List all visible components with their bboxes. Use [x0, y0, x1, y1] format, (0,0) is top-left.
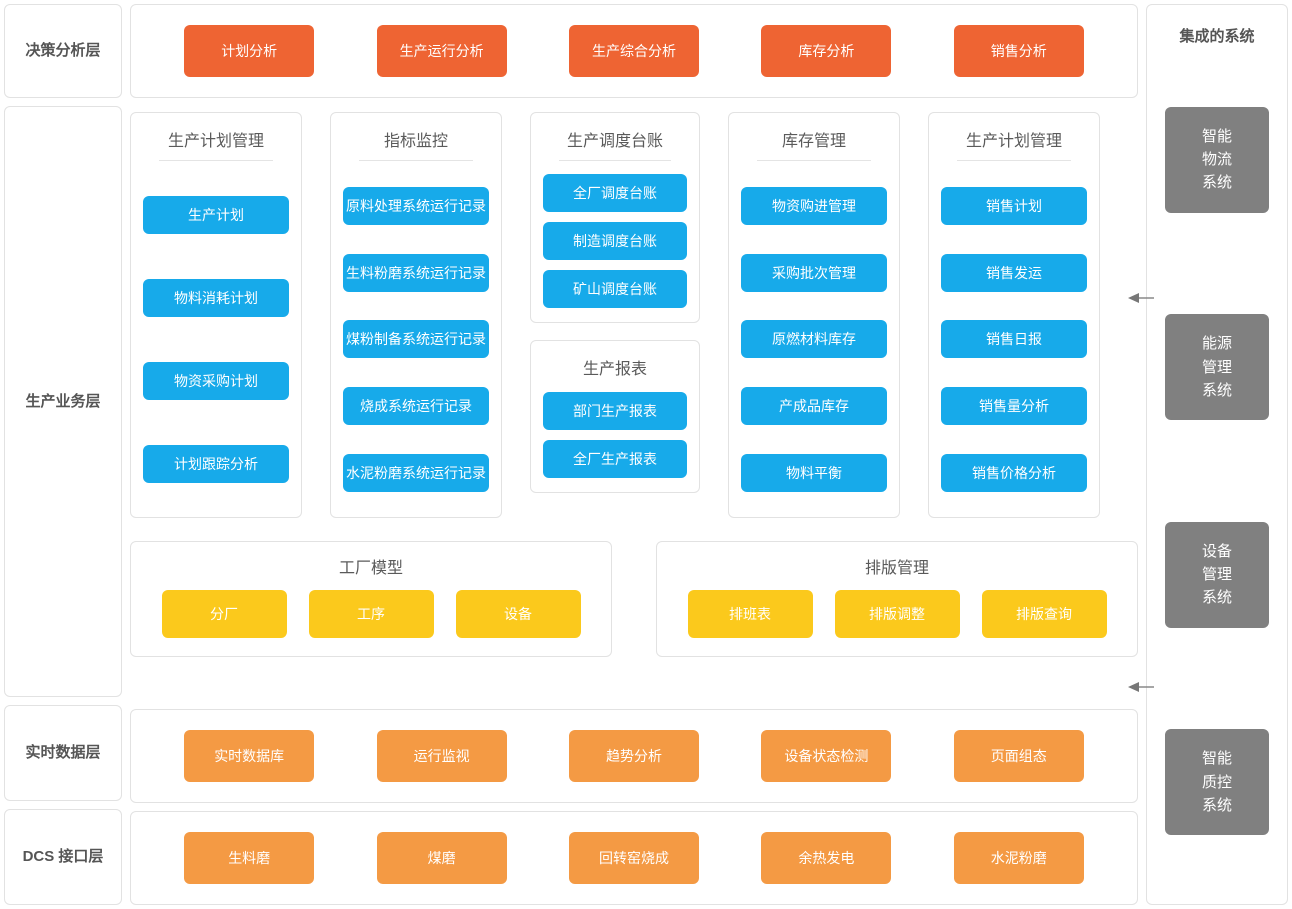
module-item-button[interactable]: 销售发运: [941, 253, 1087, 292]
module-item-button[interactable]: 物资采购计划: [143, 362, 289, 401]
scheduling-button[interactable]: 排版查询: [981, 590, 1107, 638]
module-production-report: 生产报表 部门生产报表 全厂生产报表: [530, 340, 700, 493]
business-yellow-row: 工厂模型 分厂 工序 设备 排版管理 排班表 排版调整 排版查询: [130, 541, 1138, 661]
module-divider: [957, 160, 1071, 161]
dcs-button-3[interactable]: 余热发电: [761, 832, 892, 884]
module-indicator-monitoring: 指标监控 原料处理系统运行记录 生料粉磨系统运行记录 煤粉制备系统运行记录 烧成…: [330, 112, 502, 518]
panel-title: 排版管理: [864, 560, 929, 577]
business-modules-row: 生产计划管理 生产计划 物料消耗计划 物资采购计划 计划跟踪分析 指标监控 原料…: [130, 106, 1138, 518]
module-item-button[interactable]: 水泥粉磨系统运行记录: [343, 453, 489, 492]
realtime-button-3[interactable]: 设备状态检测: [761, 730, 892, 782]
module-item-button[interactable]: 原料处理系统运行记录: [343, 187, 489, 226]
module-dispatch-stack: 生产调度台账 全厂调度台账 制造调度台账 矿山调度台账 生产报表 部门生产报表 …: [530, 112, 700, 518]
module-title: 指标监控: [383, 133, 448, 150]
decision-button-2[interactable]: 生产综合分析: [568, 25, 699, 77]
decision-analysis-panel: 计划分析 生产运行分析 生产综合分析 库存分析 销售分析: [130, 4, 1138, 98]
factory-model-button[interactable]: 分厂: [161, 590, 287, 638]
module-items: 物资购进管理 采购批次管理 原燃材料库存 产成品库存 物料平衡: [741, 174, 887, 505]
panel-factory-model: 工厂模型 分厂 工序 设备: [130, 541, 612, 657]
layer-label-decision-text: 决策分析层: [25, 42, 101, 60]
module-item-button[interactable]: 生产计划: [143, 195, 289, 234]
dcs-button-0[interactable]: 生料磨: [184, 832, 315, 884]
module-item-button[interactable]: 采购批次管理: [741, 253, 887, 292]
integrated-systems-panel: 集成的系统 智能 物流 系统 能源 管理 系统 设备 管理 系统 智能 质控 系…: [1146, 4, 1288, 905]
layer-label-decision: 决策分析层: [4, 4, 122, 98]
module-items: 全厂调度台账 制造调度台账 矿山调度台账: [543, 174, 687, 308]
module-items: 销售计划 销售发运 销售日报 销售量分析 销售价格分析: [941, 174, 1087, 505]
module-item-button[interactable]: 生料粉磨系统运行记录: [343, 253, 489, 292]
module-item-button[interactable]: 计划跟踪分析: [143, 445, 289, 484]
integrated-system-quality[interactable]: 智能 质控 系统: [1165, 729, 1269, 836]
module-item-button[interactable]: 全厂生产报表: [543, 440, 687, 478]
module-dispatch-ledger: 生产调度台账 全厂调度台账 制造调度台账 矿山调度台账: [530, 112, 700, 323]
layer-label-dcs: DCS 接口层: [4, 809, 122, 905]
module-title: 生产报表: [582, 361, 647, 378]
module-divider: [558, 160, 672, 161]
module-item-button[interactable]: 销售价格分析: [941, 453, 1087, 492]
module-item-button[interactable]: 物料消耗计划: [143, 278, 289, 317]
decision-button-4[interactable]: 销售分析: [953, 25, 1084, 77]
module-title: 生产计划管理: [965, 133, 1062, 150]
module-items: 生产计划 物料消耗计划 物资采购计划 计划跟踪分析: [143, 174, 289, 505]
module-item-button[interactable]: 煤粉制备系统运行记录: [343, 320, 489, 359]
module-item-button[interactable]: 销售日报: [941, 320, 1087, 359]
dcs-button-2[interactable]: 回转窑烧成: [568, 832, 699, 884]
layer-label-business: 生产业务层: [4, 106, 122, 697]
module-inventory-management: 库存管理 物资购进管理 采购批次管理 原燃材料库存 产成品库存 物料平衡: [728, 112, 900, 518]
layer-label-business-text: 生产业务层: [25, 392, 101, 410]
factory-model-button[interactable]: 工序: [308, 590, 434, 638]
module-sales-plan: 生产计划管理 销售计划 销售发运 销售日报 销售量分析 销售价格分析: [928, 112, 1100, 518]
integrated-system-logistics[interactable]: 智能 物流 系统: [1165, 106, 1269, 213]
module-item-button[interactable]: 销售量分析: [941, 387, 1087, 426]
integrated-systems-title: 集成的系统: [1179, 28, 1255, 45]
module-production-plan: 生产计划管理 生产计划 物料消耗计划 物资采购计划 计划跟踪分析: [130, 112, 302, 518]
module-item-button[interactable]: 全厂调度台账: [543, 174, 687, 212]
factory-model-button[interactable]: 设备: [455, 590, 581, 638]
layer-label-dcs-text: DCS 接口层: [22, 848, 104, 866]
module-item-button[interactable]: 部门生产报表: [543, 392, 687, 430]
module-divider: [757, 160, 871, 161]
realtime-data-panel: 实时数据库 运行监视 趋势分析 设备状态检测 页面组态: [130, 709, 1138, 803]
module-item-button[interactable]: 物料平衡: [741, 453, 887, 492]
panel-title: 工厂模型: [338, 560, 403, 577]
module-item-button[interactable]: 烧成系统运行记录: [343, 387, 489, 426]
layer-label-realtime: 实时数据层: [4, 705, 122, 801]
module-divider: [159, 160, 273, 161]
scheduling-button[interactable]: 排班表: [687, 590, 813, 638]
realtime-button-1[interactable]: 运行监视: [376, 730, 507, 782]
realtime-button-0[interactable]: 实时数据库: [184, 730, 315, 782]
module-title: 生产调度台账: [566, 133, 663, 150]
module-item-button[interactable]: 产成品库存: [741, 387, 887, 426]
layer-label-realtime-text: 实时数据层: [25, 744, 101, 762]
decision-button-1[interactable]: 生产运行分析: [376, 25, 507, 77]
decision-button-0[interactable]: 计划分析: [184, 25, 315, 77]
module-title: 生产计划管理: [167, 133, 264, 150]
integrated-system-energy[interactable]: 能源 管理 系统: [1165, 314, 1269, 421]
scheduling-button[interactable]: 排版调整: [834, 590, 960, 638]
panel-scheduling-management: 排版管理 排班表 排版调整 排版查询: [656, 541, 1138, 657]
module-divider: [359, 160, 473, 161]
dcs-button-4[interactable]: 水泥粉磨: [953, 832, 1084, 884]
realtime-button-4[interactable]: 页面组态: [953, 730, 1084, 782]
realtime-button-2[interactable]: 趋势分析: [568, 730, 699, 782]
module-items: 原料处理系统运行记录 生料粉磨系统运行记录 煤粉制备系统运行记录 烧成系统运行记…: [343, 174, 489, 505]
integrated-systems-items: 智能 物流 系统 能源 管理 系统 设备 管理 系统 智能 质控 系统: [1147, 56, 1287, 886]
integrated-system-equipment[interactable]: 设备 管理 系统: [1165, 521, 1269, 628]
business-layer-panel: 生产计划管理 生产计划 物料消耗计划 物资采购计划 计划跟踪分析 指标监控 原料…: [130, 106, 1138, 701]
module-item-button[interactable]: 矿山调度台账: [543, 270, 687, 308]
panel-items: 分厂 工序 设备: [153, 590, 589, 638]
center-column: 计划分析 生产运行分析 生产综合分析 库存分析 销售分析 生产计划管理 生产计划…: [130, 4, 1138, 905]
dcs-interface-panel: 生料磨 煤磨 回转窑烧成 余热发电 水泥粉磨: [130, 811, 1138, 905]
module-items: 部门生产报表 全厂生产报表: [543, 392, 687, 478]
module-item-button[interactable]: 制造调度台账: [543, 222, 687, 260]
layer-label-column: 决策分析层 生产业务层 实时数据层 DCS 接口层: [4, 4, 122, 905]
module-item-button[interactable]: 销售计划: [941, 187, 1087, 226]
module-item-button[interactable]: 原燃材料库存: [741, 320, 887, 359]
module-item-button[interactable]: 物资购进管理: [741, 187, 887, 226]
module-title: 库存管理: [781, 133, 846, 150]
dcs-button-1[interactable]: 煤磨: [376, 832, 507, 884]
panel-items: 排班表 排版调整 排版查询: [679, 590, 1115, 638]
decision-button-3[interactable]: 库存分析: [761, 25, 892, 77]
